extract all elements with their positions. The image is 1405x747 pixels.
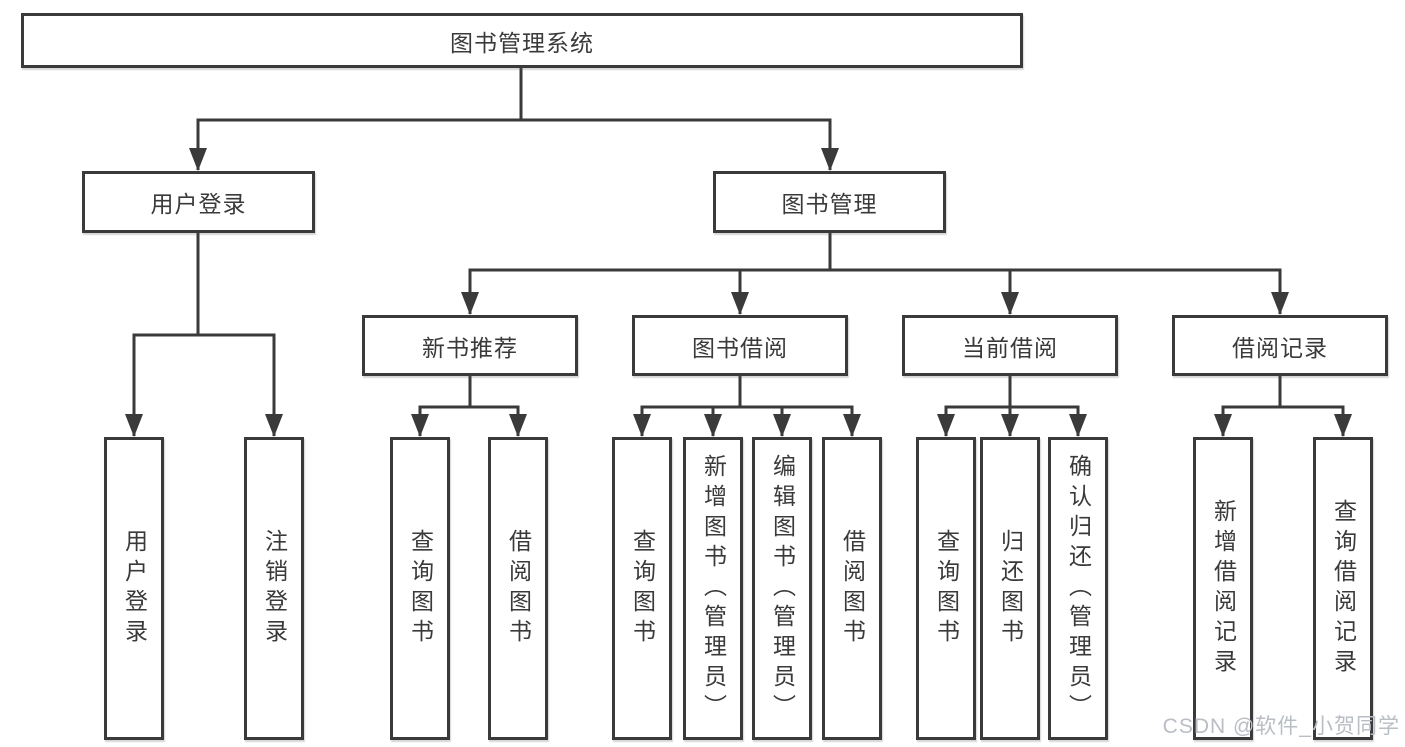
leaf-user-login: 用户登录 bbox=[104, 437, 164, 740]
leaf-confirm-return-admin-label: 确认归还（管理员） bbox=[1065, 453, 1092, 724]
leaf-user-login-label: 用户登录 bbox=[121, 528, 148, 649]
leaf-query-books-recommend-label: 查询图书 bbox=[407, 528, 434, 649]
node-borrowing-records: 借阅记录 bbox=[1172, 315, 1388, 376]
node-library-system: 图书管理系统 bbox=[21, 13, 1023, 68]
leaf-query-books-current-label: 查询图书 bbox=[933, 528, 960, 649]
node-book-management: 图书管理 bbox=[713, 171, 946, 233]
leaf-add-borrow-record: 新增借阅记录 bbox=[1193, 437, 1253, 740]
leaf-query-borrow-record: 查询借阅记录 bbox=[1313, 437, 1373, 740]
node-user-login-branch: 用户登录 bbox=[82, 171, 315, 233]
leaf-return-books: 归还图书 bbox=[980, 437, 1040, 740]
node-new-book-recommend: 新书推荐 bbox=[362, 315, 578, 376]
leaf-edit-book-admin: 编辑图书（管理员） bbox=[752, 437, 812, 740]
node-current-borrowing: 当前借阅 bbox=[902, 315, 1118, 376]
leaf-logout: 注销登录 bbox=[244, 437, 304, 740]
leaf-add-book-admin-label: 新增图书（管理员） bbox=[700, 453, 727, 724]
leaf-query-books-current: 查询图书 bbox=[916, 437, 976, 740]
leaf-borrow-books: 借阅图书 bbox=[822, 437, 882, 740]
leaf-borrow-books-recommend-label: 借阅图书 bbox=[505, 528, 532, 649]
leaf-query-books-borrowing-label: 查询图书 bbox=[629, 528, 656, 649]
leaf-logout-label: 注销登录 bbox=[261, 528, 288, 649]
leaf-add-borrow-record-label: 新增借阅记录 bbox=[1210, 498, 1237, 679]
node-book-borrowing: 图书借阅 bbox=[632, 315, 848, 376]
leaf-query-books-recommend: 查询图书 bbox=[390, 437, 450, 740]
leaf-confirm-return-admin: 确认归还（管理员） bbox=[1048, 437, 1108, 740]
leaf-borrow-books-label: 借阅图书 bbox=[839, 528, 866, 649]
leaf-query-borrow-record-label: 查询借阅记录 bbox=[1330, 498, 1357, 679]
leaf-add-book-admin: 新增图书（管理员） bbox=[683, 437, 743, 740]
leaf-query-books-borrowing: 查询图书 bbox=[612, 437, 672, 740]
leaf-edit-book-admin-label: 编辑图书（管理员） bbox=[769, 453, 796, 724]
leaf-return-books-label: 归还图书 bbox=[997, 528, 1024, 649]
leaf-borrow-books-recommend: 借阅图书 bbox=[488, 437, 548, 740]
